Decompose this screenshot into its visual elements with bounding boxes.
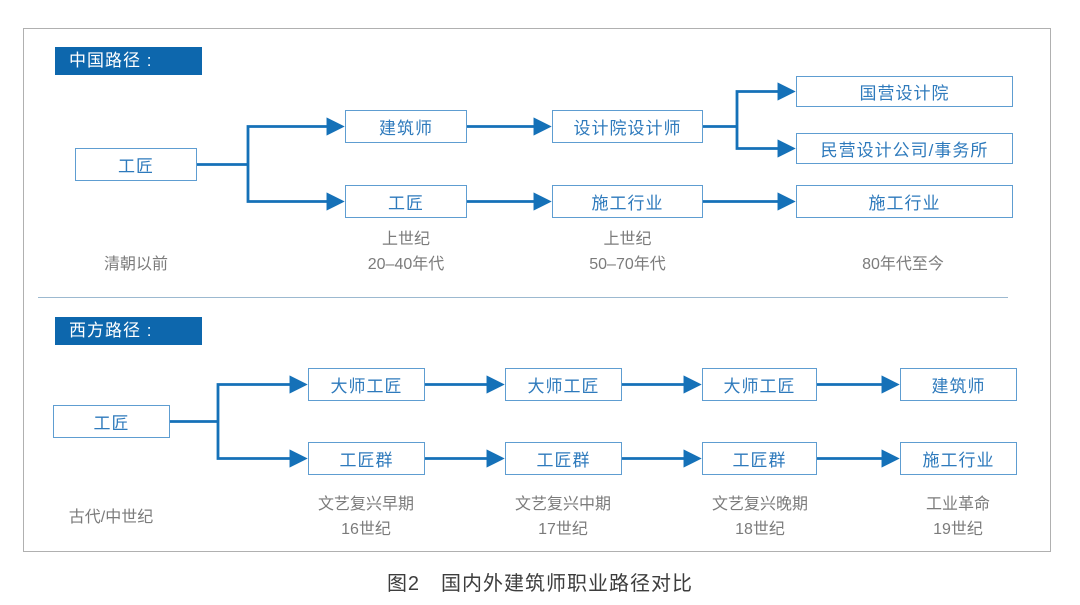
node-west-group-2: 工匠群	[505, 442, 622, 475]
china-era-label-2: 上世纪 20–40年代	[367, 231, 445, 273]
west-era-label-1: 古代/中世纪	[68, 509, 154, 526]
node-west-group-1: 工匠群	[308, 442, 425, 475]
node-west-craftsman-start: 工匠	[53, 405, 170, 438]
node-west-architect: 建筑师	[900, 368, 1017, 401]
node-west-construction: 施工行业	[900, 442, 1017, 475]
node-china-private-firm: 民营设计公司/事务所	[796, 133, 1013, 164]
node-west-master-1: 大师工匠	[308, 368, 425, 401]
node-china-architect: 建筑师	[345, 110, 467, 143]
node-west-group-3: 工匠群	[702, 442, 817, 475]
section-divider	[38, 297, 1008, 298]
figure-caption: 图2 国内外建筑师职业路径对比	[386, 573, 694, 595]
west-era-label-4: 文艺复兴晚期 18世纪	[711, 496, 808, 538]
node-china-state-institute: 国营设计院	[796, 76, 1013, 107]
west-era-label-3: 文艺复兴中期 17世纪	[514, 496, 611, 538]
node-china-institute-designer: 设计院设计师	[552, 110, 703, 143]
node-west-master-3: 大师工匠	[702, 368, 817, 401]
node-china-construction-mid: 施工行业	[552, 185, 703, 218]
china-path-header: 中国路径 :	[55, 47, 202, 75]
node-china-craftsman-start: 工匠	[75, 148, 197, 181]
west-path-header: 西方路径 :	[55, 317, 202, 345]
west-era-label-5: 工业革命 19世纪	[925, 496, 990, 538]
china-era-label-1: 清朝以前	[103, 256, 168, 273]
node-china-craftsman-2: 工匠	[345, 185, 467, 218]
china-era-label-4: 80年代至今	[862, 256, 944, 273]
node-west-master-2: 大师工匠	[505, 368, 622, 401]
west-era-label-2: 文艺复兴早期 16世纪	[317, 496, 414, 538]
china-era-label-3: 上世纪 50–70年代	[589, 231, 666, 273]
node-china-construction-final: 施工行业	[796, 185, 1013, 218]
